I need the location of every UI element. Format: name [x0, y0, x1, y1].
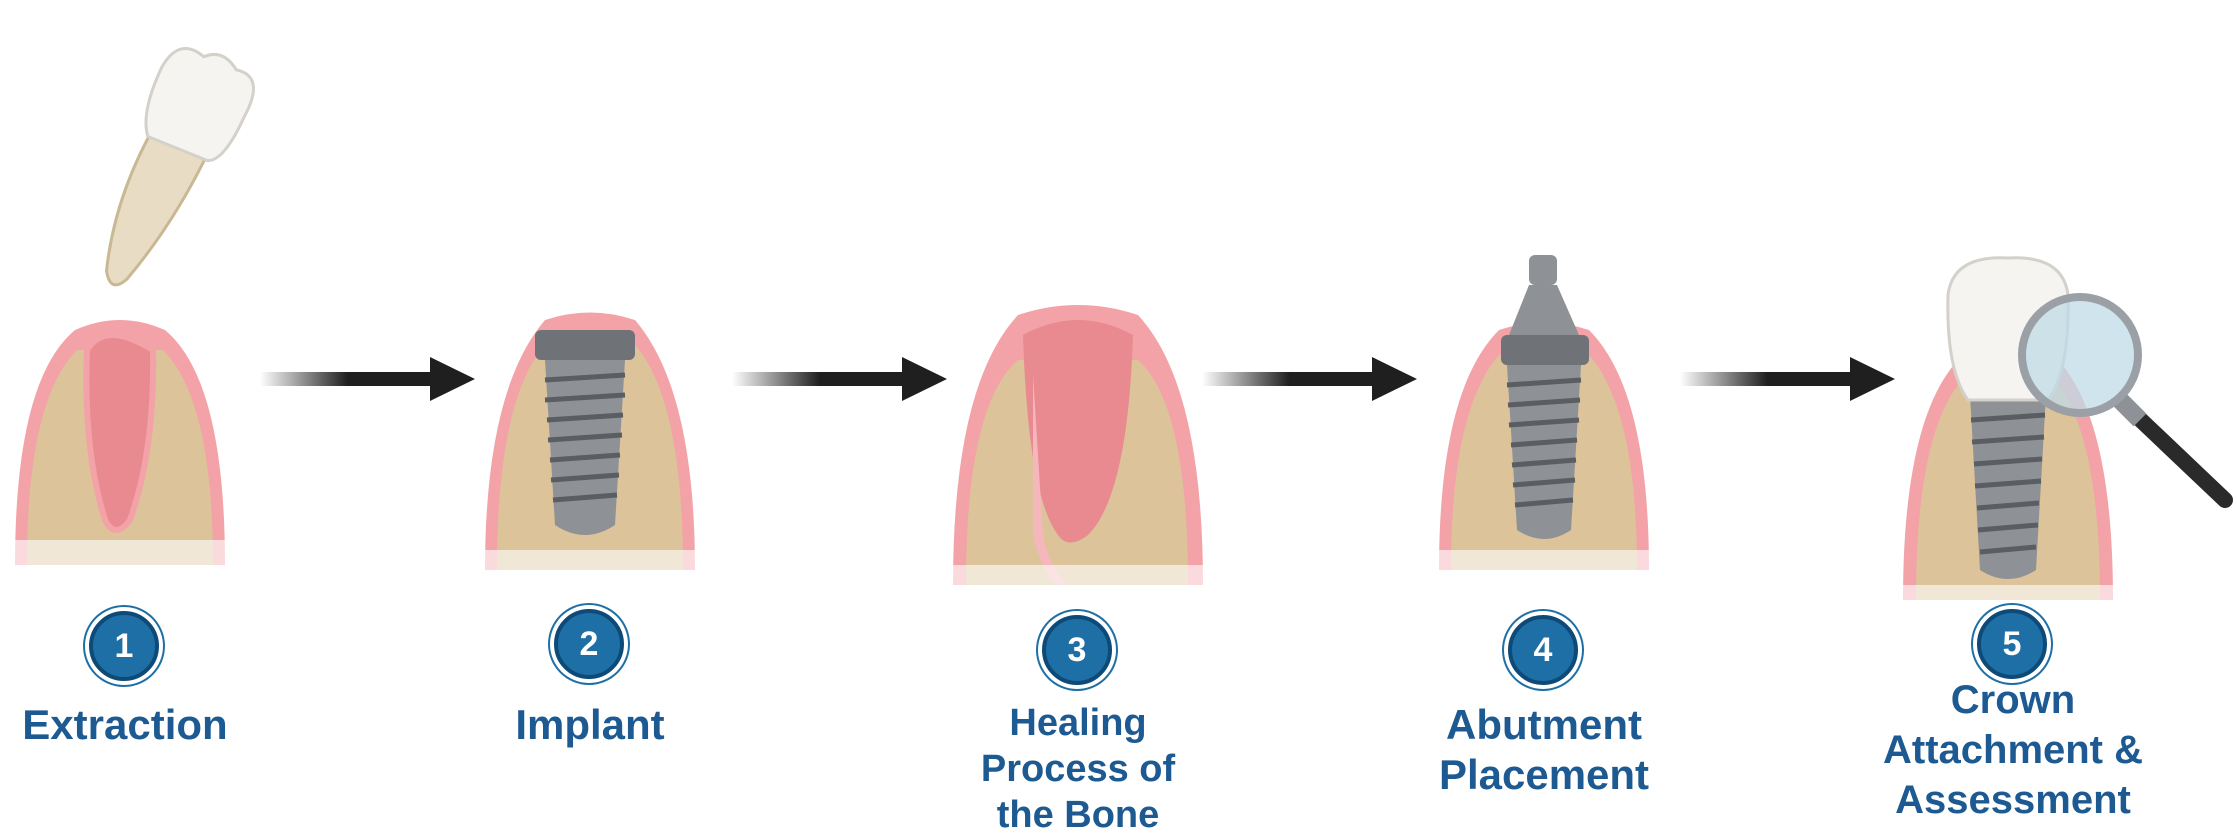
step-label: Abutment Placement — [1384, 700, 1704, 800]
step-label: Implant — [430, 700, 750, 750]
step-implant: 2 Implant — [430, 0, 750, 836]
step-label: Extraction — [0, 700, 285, 750]
step-number-badge: 4 — [1508, 615, 1578, 685]
step-label: Crown Attachment & Assessment — [1853, 675, 2173, 825]
step-number-badge: 1 — [89, 611, 159, 681]
implant-illustration — [475, 300, 715, 580]
magnifying-glass-icon — [2015, 290, 2237, 510]
step-number-badge: 5 — [1977, 609, 2047, 679]
step-number-badge: 2 — [554, 609, 624, 679]
step-number-badge: 3 — [1042, 615, 1112, 685]
healing-bone-illustration — [948, 295, 1208, 595]
step-abutment: 4 Abutment Placement — [1384, 0, 1704, 836]
step-extraction: 1 Extraction — [0, 0, 285, 836]
abutment-illustration — [1429, 250, 1669, 580]
step-healing: 3 Healing Process of the Bone — [918, 0, 1238, 836]
step-label: Healing Process of the Bone — [918, 700, 1238, 838]
extracted-tooth-illustration — [5, 20, 265, 580]
